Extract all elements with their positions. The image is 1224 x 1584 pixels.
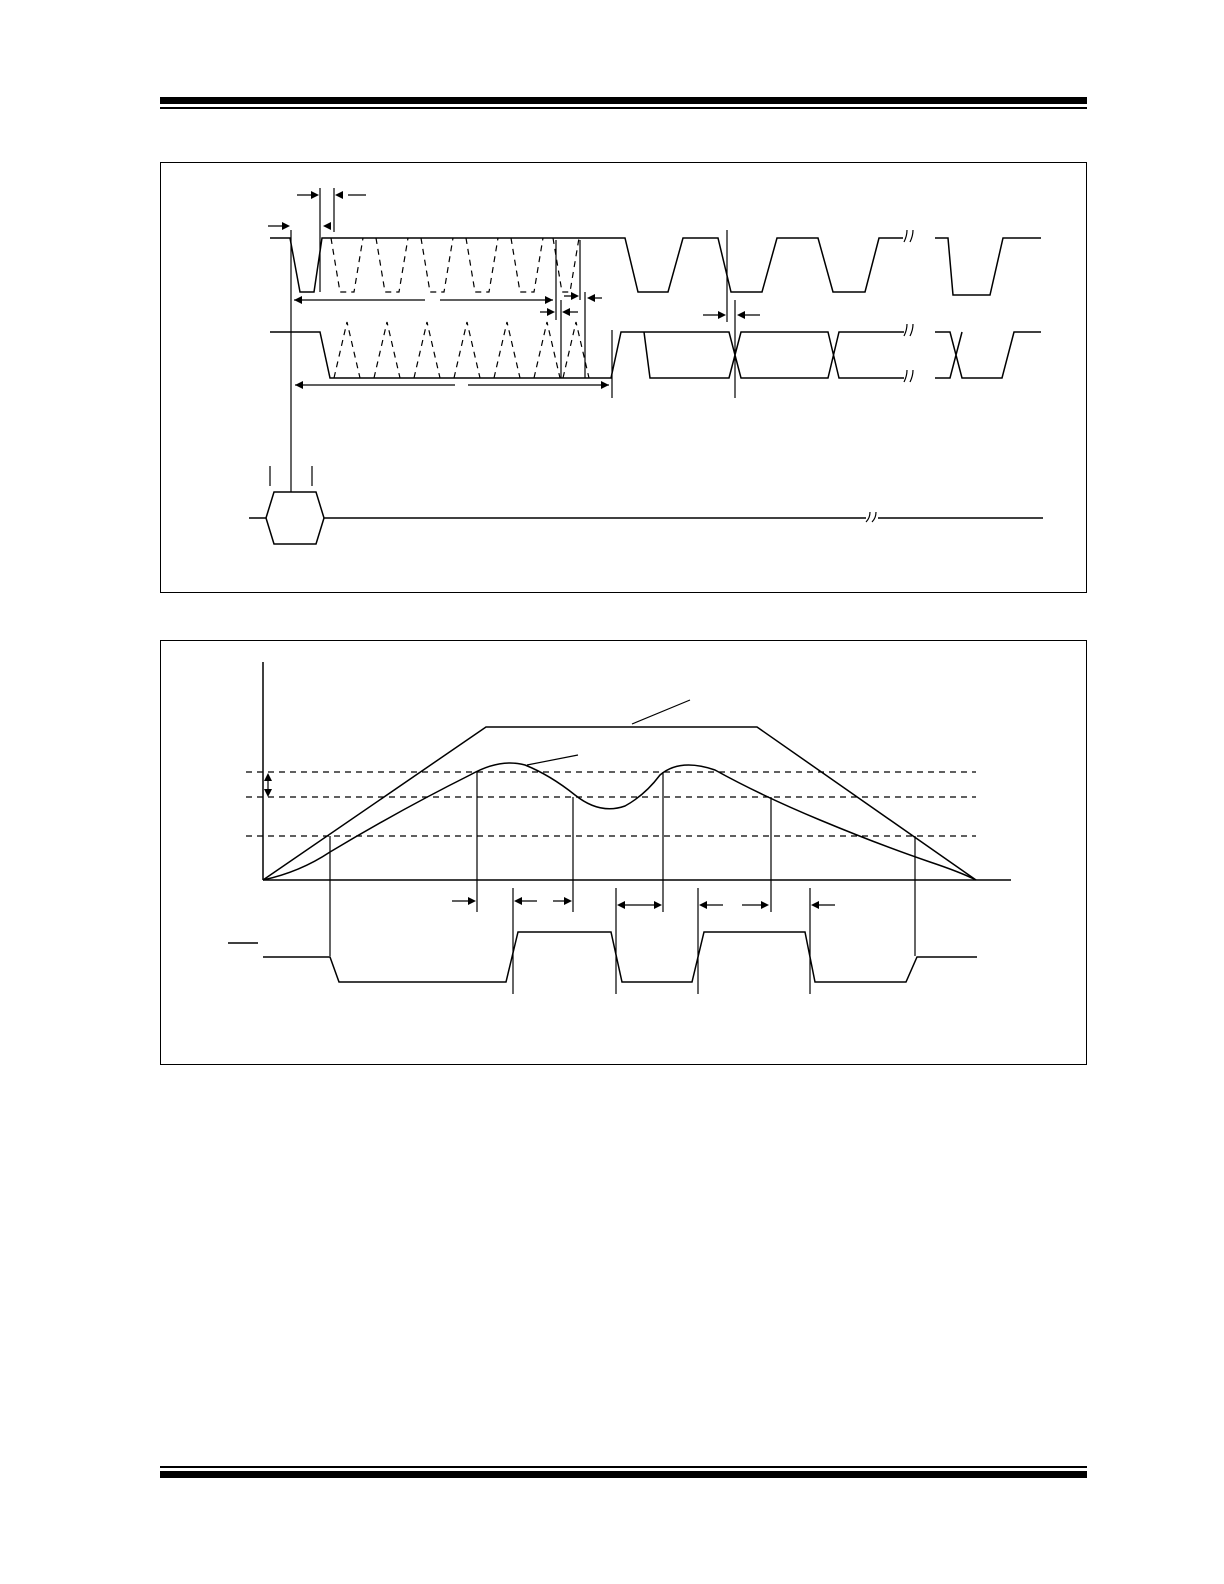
figure2-analog-panel [160,640,1087,1065]
output-waveform [263,931,977,983]
footer-rule-thick [160,1471,1087,1478]
signal1-dashed-pulses [330,237,580,293]
timing-reference-lines [269,188,736,492]
envelope-trapezoid [262,726,977,881]
header-rule-thick [160,97,1087,104]
threshold-diagram [228,662,1011,994]
signal2-waveform [270,331,1041,379]
header-rule-thin [160,107,1087,109]
footer-rule-thin [160,1466,1087,1468]
figure1-timing-panel [160,162,1087,593]
signal2-dashed-pulses [333,321,590,379]
drop-lines [329,772,916,994]
leader-lines [526,699,691,766]
interval-arrowheads [468,897,819,909]
analog-curve [262,762,977,881]
timing-diagram [249,188,1043,545]
timing-break-marks [865,229,914,523]
signal3-waveform [249,491,1043,545]
threshold-delta-arrowheads [264,773,272,797]
timing-dimension-lines [268,194,760,386]
timing-arrowheads [282,191,745,389]
interval-arrow-lines [452,900,835,906]
signal1-waveform [270,237,1041,296]
